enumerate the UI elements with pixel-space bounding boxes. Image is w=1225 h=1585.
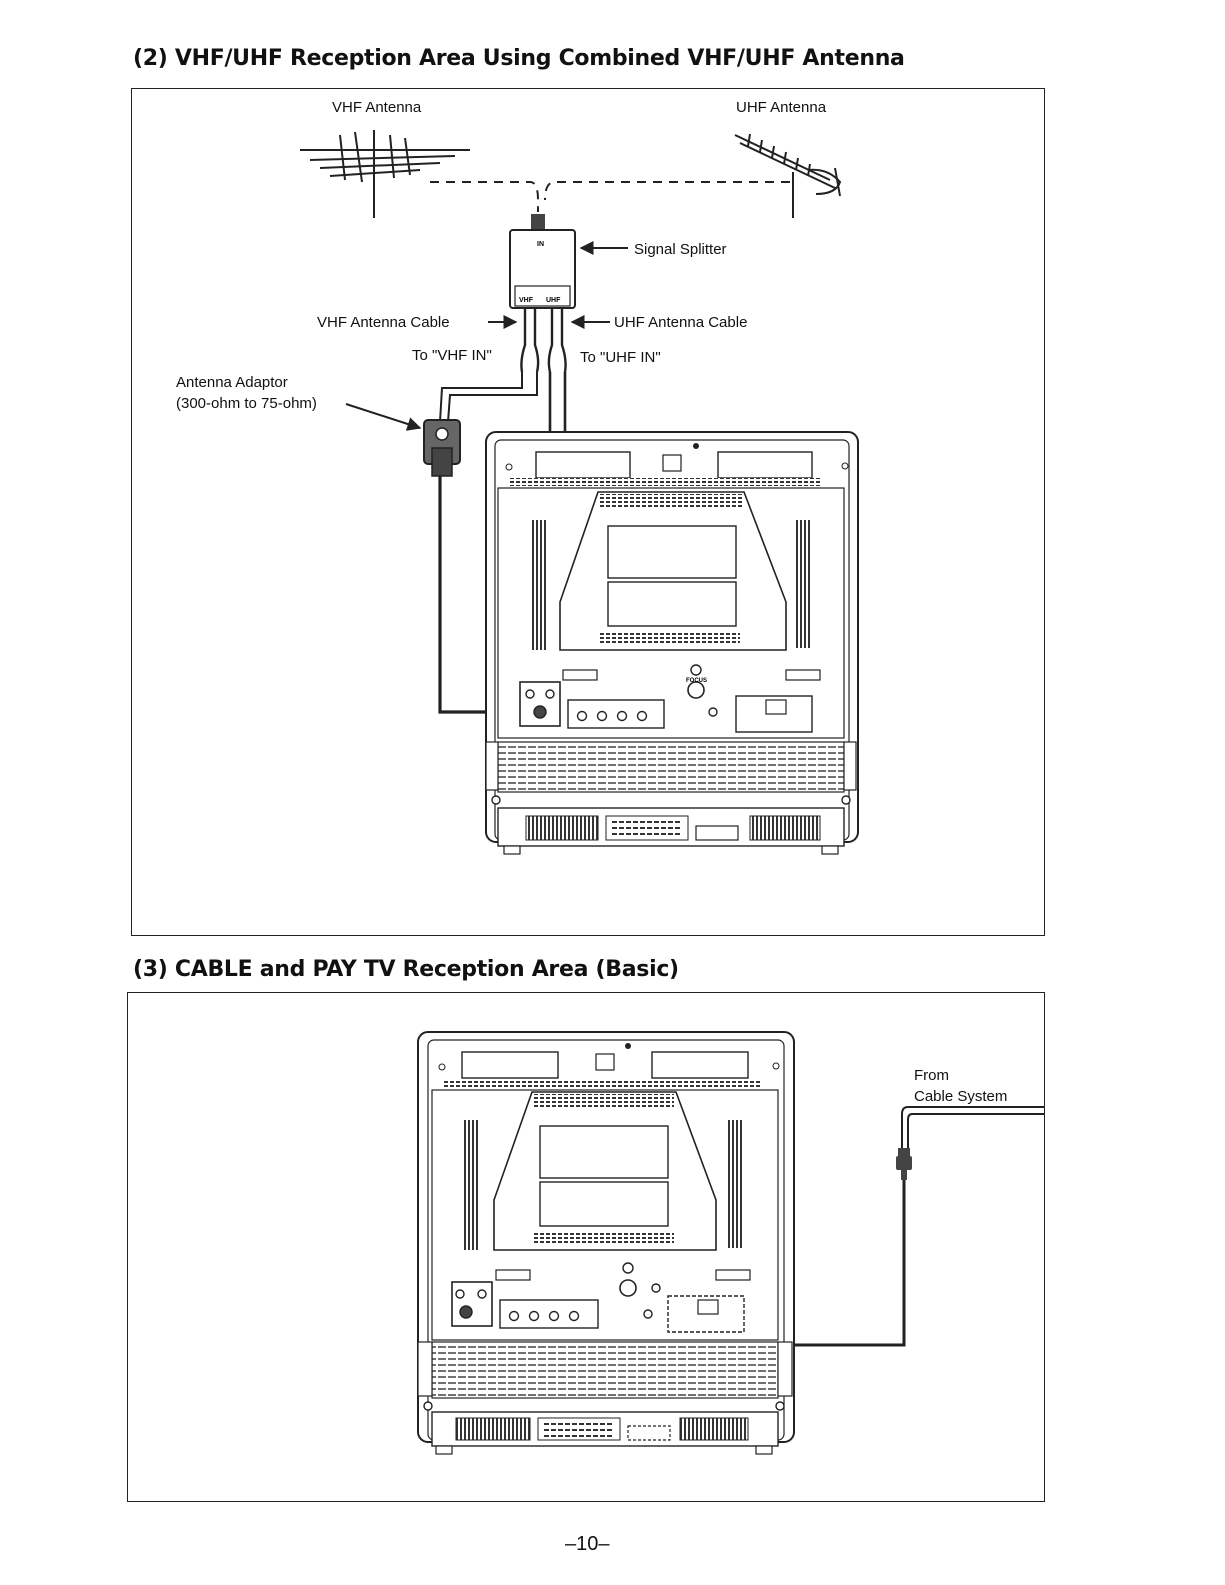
vhf-antenna-label: VHF Antenna [332,99,422,116]
focus-mark: FOCUS [686,678,707,684]
antenna-adaptor-label: Antenna Adaptor [176,374,288,391]
tv-back-panel-cable [418,1032,794,1454]
vhf-antenna-icon [300,130,470,218]
signal-splitter-label: Signal Splitter [634,241,727,258]
to-vhf-in-label: To "VHF IN" [412,347,492,364]
tv-back-panel-vhf-uhf: FOCUS [486,432,858,854]
splitter-in-mark: IN [537,241,544,248]
vhf-antenna-cable-label: VHF Antenna Cable [317,314,450,331]
splitter-vhf-mark: VHF [519,297,534,304]
from-label: From [914,1067,949,1084]
uhf-antenna-label: UHF Antenna [736,99,827,116]
cable-connector-icon [896,1148,912,1180]
splitter-output-leads [521,308,565,372]
antenna-adaptor-spec-label: (300-ohm to 75-ohm) [176,395,317,412]
page-number: –10– [565,1533,610,1556]
cable-system-feed [902,1107,1044,1150]
signal-splitter-icon: IN VHF UHF [510,214,575,308]
uhf-antenna-cable-label: UHF Antenna Cable [614,314,747,331]
vhf-twin-lead [440,372,537,422]
to-uhf-in-label: To "UHF IN" [580,349,661,366]
cable-system-label: Cable System [914,1088,1007,1105]
antenna-adaptor-arrow [346,404,420,428]
vhf-lead-dashed [430,182,538,212]
splitter-uhf-mark: UHF [546,297,561,304]
antenna-adaptor-icon [424,420,460,476]
uhf-lead-dashed [545,182,790,200]
uhf-antenna-icon [735,134,840,218]
